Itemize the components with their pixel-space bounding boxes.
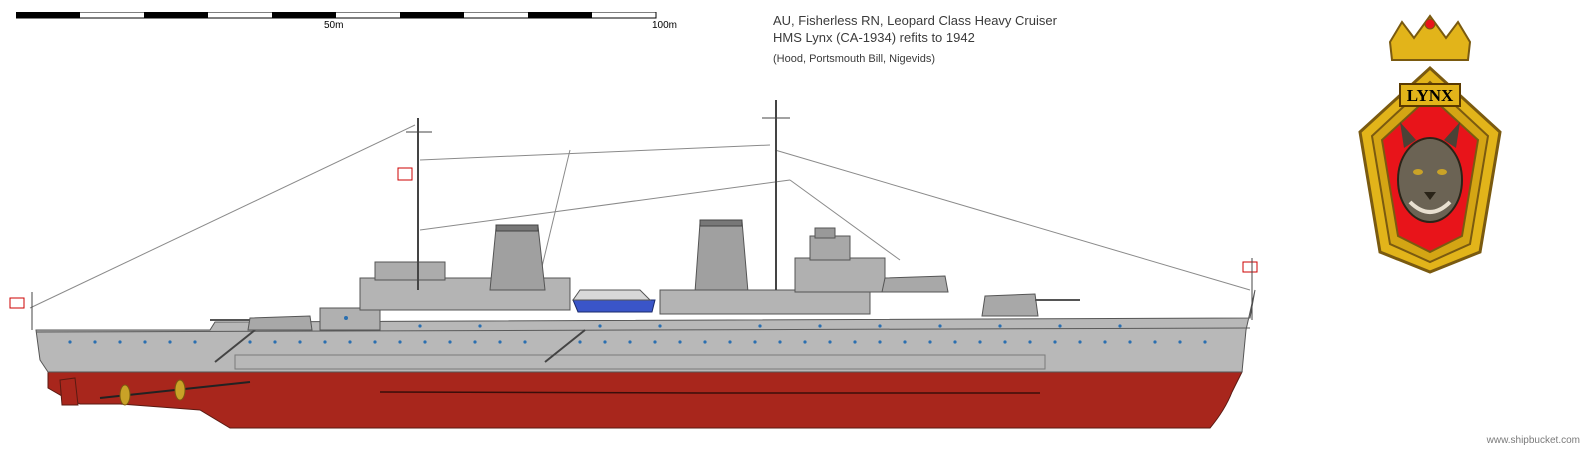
ship-badge: LYNX (1340, 12, 1520, 287)
propellers (59, 377, 251, 406)
rigging (29, 124, 1251, 309)
masts (406, 100, 790, 290)
site-credit: www.shipbucket.com (1486, 435, 1580, 446)
flags (9, 167, 1258, 330)
fore-funnel-cap (699, 219, 743, 227)
bridge-superstructure (659, 227, 886, 315)
bilge-keel (379, 391, 1040, 394)
armour-belt (234, 354, 1046, 370)
scale-label-100m: 100m (652, 20, 678, 31)
badge-name-text: LYNX (1407, 86, 1454, 105)
aft-funnel-cap (495, 224, 539, 232)
ships-boat (572, 289, 656, 313)
hull-underwater (47, 371, 1243, 429)
title-credits: (Hood, Portsmouth Bill, Nigevids) (773, 53, 936, 65)
hull-topside (35, 289, 1256, 373)
scale-label-50m: 50m (324, 20, 344, 31)
title-block: AU, Fisherless RN, Leopard Class Heavy C… (773, 12, 1057, 66)
aft-funnel (489, 225, 546, 291)
fore-funnel (694, 220, 749, 293)
lynx-crest-icon: LYNX (1358, 14, 1502, 274)
scale-bar (15, 11, 676, 37)
aft-turret (210, 315, 313, 331)
deck-line (35, 327, 1251, 333)
forward-turrets (881, 275, 1080, 317)
title-line-2: HMS Lynx (CA-1934) refits to 1942 (773, 30, 975, 45)
ship-profile-drawing (9, 100, 1258, 429)
title-line-1: AU, Fisherless RN, Leopard Class Heavy C… (773, 13, 1057, 28)
ladders (214, 329, 586, 363)
scale-bar-graphic (15, 11, 657, 19)
